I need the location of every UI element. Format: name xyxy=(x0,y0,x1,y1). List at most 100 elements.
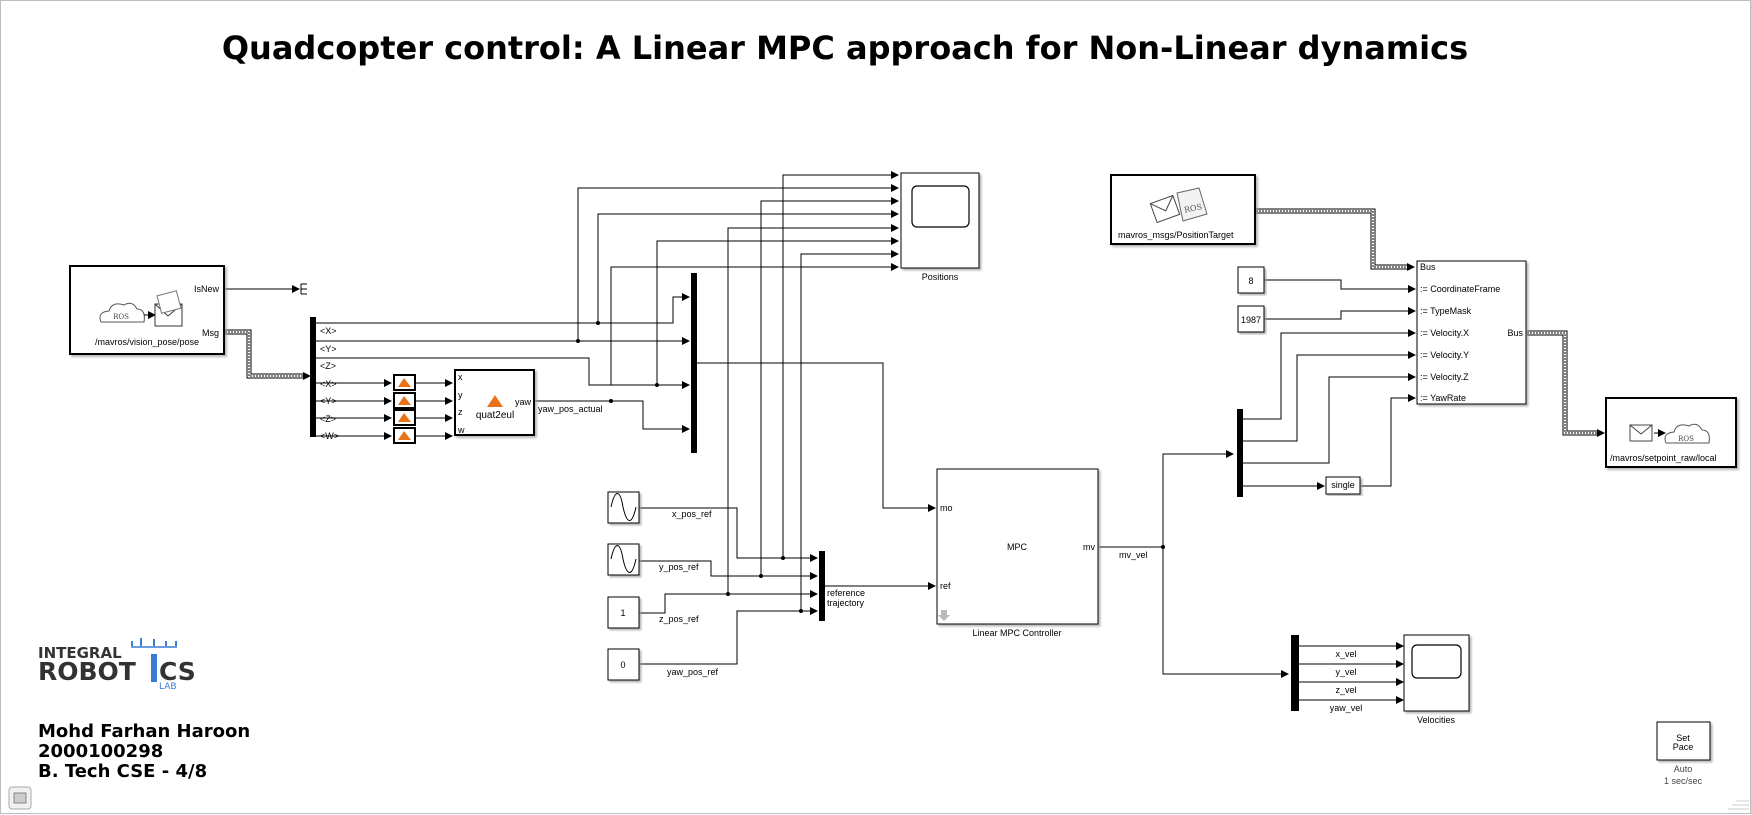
author-name: Mohd Farhan Haroon xyxy=(38,721,250,742)
bus-assignment-input: := TypeMask xyxy=(1420,306,1472,316)
velocity-demux-top[interactable] xyxy=(1237,409,1243,497)
quat-port-yaw: yaw xyxy=(515,397,532,407)
quat-port-y: y xyxy=(458,390,463,400)
constant-coordinate-frame[interactable]: 8 xyxy=(1237,266,1265,294)
quat2eul-name: quat2eul xyxy=(476,410,514,421)
terminator-block[interactable] xyxy=(300,283,307,295)
selector-port: <X> xyxy=(320,379,337,389)
selector-port: <X> xyxy=(320,326,337,336)
blank-message-name: mavros_msgs/PositionTarget xyxy=(1118,230,1234,240)
svg-text:INTEGRAL: INTEGRAL xyxy=(38,644,122,662)
ros-cloud-icon: ROS xyxy=(99,302,145,323)
arrow-down-icon xyxy=(938,610,950,621)
set-pace-block[interactable]: Set Pace xyxy=(1656,721,1711,761)
selector-port: <Y> xyxy=(320,396,337,406)
matlab-logo-icon xyxy=(487,395,503,407)
conversion-blocks[interactable] xyxy=(393,374,416,444)
document-icon: ROS xyxy=(1176,187,1208,222)
constant-type-mask-value: 1987 xyxy=(1241,315,1261,325)
positions-scope[interactable]: Positions xyxy=(900,172,980,282)
quat-port-z: z xyxy=(458,407,463,417)
set-pace-rate: 1 sec/sec xyxy=(1664,776,1703,786)
constant-yaw-value: 0 xyxy=(620,660,625,670)
set-pace-mode: Auto xyxy=(1674,764,1693,774)
signal-y-vel: y_vel xyxy=(1335,667,1356,677)
resize-grip-icon[interactable] xyxy=(1728,800,1749,810)
ros-cloud-icon: ROS xyxy=(1664,423,1710,444)
port-isnew: IsNew xyxy=(194,284,220,294)
mpc-controller-name: Linear MPC Controller xyxy=(972,628,1061,638)
bus-assignment-input: := Velocity.Y xyxy=(1420,350,1469,360)
constant-yaw-ref[interactable]: 0 xyxy=(607,648,640,681)
sine-wave-icon xyxy=(610,545,637,573)
bus-assignment-output: Bus xyxy=(1507,328,1523,338)
mpc-controller-block[interactable]: mo ref mv MPC Linear MPC Controller xyxy=(936,468,1099,638)
signal-mv-vel: mv_vel xyxy=(1119,550,1148,560)
quat-port-w: w xyxy=(457,425,465,435)
constant-z-value: 1 xyxy=(620,608,625,618)
signal-x-vel: x_vel xyxy=(1335,649,1356,659)
bus-selector[interactable]: <X> <Y> <Z> <X> <Y> <Z> <W> xyxy=(310,317,339,441)
set-pace-label: Pace xyxy=(1673,742,1694,752)
svg-text:ROS: ROS xyxy=(1183,202,1203,215)
sine-wave-icon xyxy=(610,493,637,521)
svg-text:ROBOT: ROBOT xyxy=(38,657,136,686)
constant-coordinate-frame-value: 8 xyxy=(1248,276,1253,286)
envelope-icon xyxy=(154,290,183,327)
selector-port: <Z> xyxy=(320,361,336,371)
signal-yaw-vel: yaw_vel xyxy=(1330,703,1363,713)
signal-z-pos-ref: z_pos_ref xyxy=(659,614,699,624)
sine-y-ref[interactable] xyxy=(607,543,640,576)
data-type-conversion-label: single xyxy=(1331,480,1355,490)
mpc-label: MPC xyxy=(1007,542,1028,552)
reference-mux[interactable] xyxy=(819,551,825,621)
bus-assignment-input: := Velocity.Z xyxy=(1420,372,1469,382)
scope-screen-icon xyxy=(1411,644,1462,679)
blank-message-block[interactable]: ROS mavros_msgs/PositionTarget xyxy=(1110,174,1256,245)
author-id: 2000100298 xyxy=(38,741,163,762)
quat2eul-block[interactable]: x y z w yaw quat2eul xyxy=(454,369,535,436)
port-msg: Msg xyxy=(202,328,219,338)
velocity-demux-bottom[interactable] xyxy=(1291,635,1299,711)
svg-text:LAB: LAB xyxy=(159,682,177,692)
constant-type-mask[interactable]: 1987 xyxy=(1237,305,1265,333)
data-type-conversion-block[interactable]: single xyxy=(1325,476,1361,495)
matlab-function-icon xyxy=(393,427,416,444)
integral-robotics-logo: INTEGRAL ROBOT CS LAB xyxy=(38,638,196,692)
matlab-function-icon xyxy=(393,392,416,409)
positions-mux[interactable] xyxy=(691,273,697,453)
mpc-port-mv: mv xyxy=(1083,542,1095,552)
scope-screen-icon xyxy=(911,185,970,228)
bus-assignment-input: Bus xyxy=(1420,262,1436,272)
positions-scope-name: Positions xyxy=(922,272,959,282)
bus-assignment-input: := Velocity.X xyxy=(1420,328,1469,338)
subscribe-block[interactable]: ROS /mavros/vision_pose/pose IsNew Msg xyxy=(69,265,225,355)
signal-reference-trajectory: reference xyxy=(827,588,865,598)
subscribe-block-name: /mavros/vision_pose/pose xyxy=(95,337,199,347)
matlab-function-icon xyxy=(393,409,416,426)
mpc-port-ref: ref xyxy=(940,581,951,591)
velocities-scope-name: Velocities xyxy=(1417,715,1456,725)
velocities-scope[interactable]: Velocities xyxy=(1403,634,1470,725)
svg-text:CS: CS xyxy=(159,657,196,686)
svg-text:ROS: ROS xyxy=(1678,435,1694,443)
constant-z-ref[interactable]: 1 xyxy=(607,596,640,629)
matlab-function-icon xyxy=(393,374,416,391)
model-browser-button[interactable] xyxy=(8,786,32,810)
set-pace-label: Set xyxy=(1676,733,1690,743)
publish-block-name: /mavros/setpoint_raw/local xyxy=(1610,453,1717,463)
bus-assignment-block[interactable]: Bus := CoordinateFrame := TypeMask := Ve… xyxy=(1416,260,1527,405)
sine-x-ref[interactable] xyxy=(607,491,640,524)
publish-block[interactable]: ROS /mavros/setpoint_raw/local xyxy=(1605,397,1737,468)
quat-port-x: x xyxy=(458,372,463,382)
signal-reference-trajectory: trajectory xyxy=(827,598,865,608)
mpc-port-mo: mo xyxy=(940,503,953,513)
author-program: B. Tech CSE - 4/8 xyxy=(38,761,207,782)
envelope-icon xyxy=(1629,424,1653,442)
signal-lines xyxy=(225,171,1605,704)
signal-yaw-pos-ref: yaw_pos_ref xyxy=(667,667,719,677)
selector-port: <Z> xyxy=(320,414,336,424)
bus-assignment-input: := YawRate xyxy=(1420,393,1466,403)
